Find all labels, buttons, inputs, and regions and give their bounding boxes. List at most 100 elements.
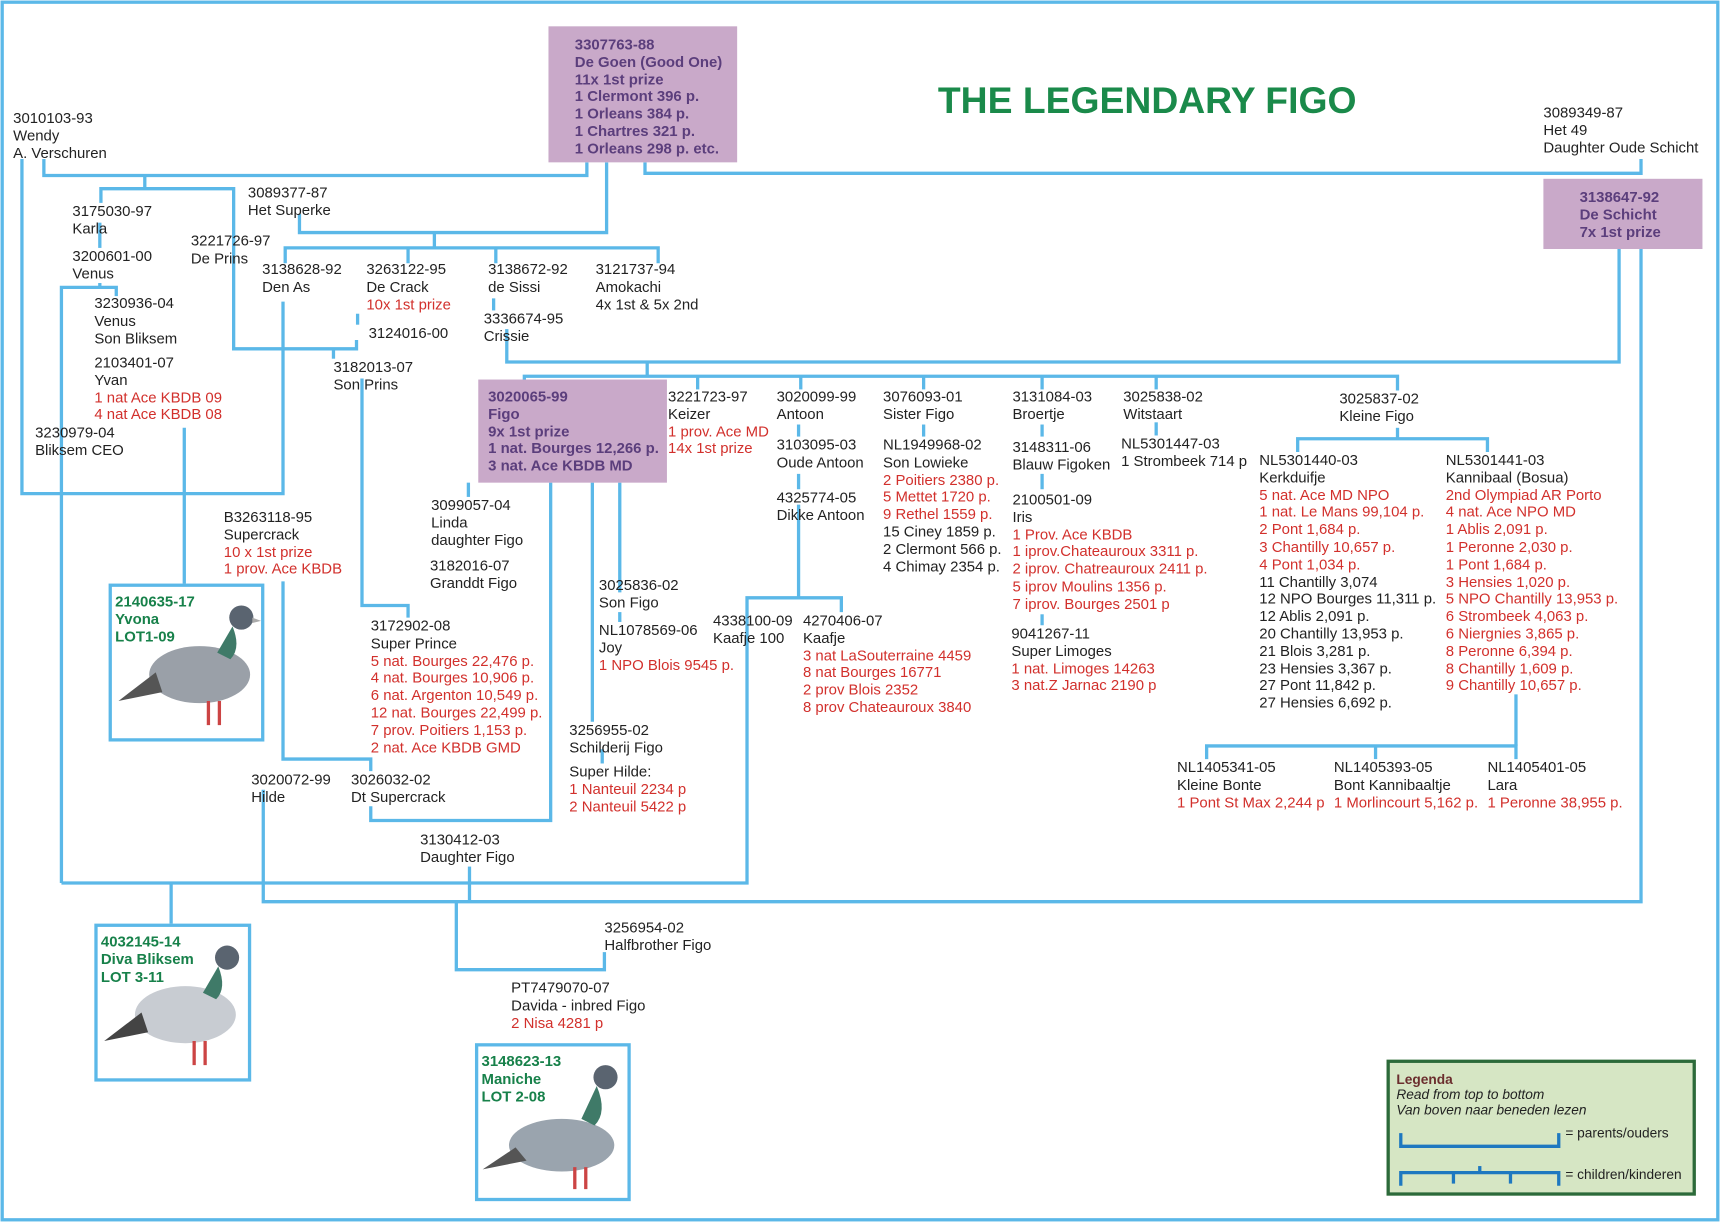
highlight-box-degoen [548, 26, 738, 163]
node-line: Son Prins [333, 376, 399, 393]
ring-number: 3182016-07 [430, 557, 510, 574]
ring-number: 4338100-09 [713, 612, 793, 629]
node-line: 5 Mettet 1720 p. [883, 488, 991, 506]
pigeon-icon [104, 945, 240, 1066]
photo-frame-maniche [474, 1043, 631, 1202]
ring-number: 3099057-04 [431, 496, 511, 514]
node-line: Schilderij Figo [569, 739, 663, 756]
node-line: Supercrack [223, 526, 300, 543]
node-line: 1 Strombeek 714 p [1121, 452, 1248, 470]
ring-number: 3200601-00 [72, 247, 153, 265]
node-line: Karla [72, 220, 108, 237]
node-line: 11x 1st prize [574, 70, 664, 88]
ring-number: 2140635-17 [115, 593, 195, 610]
ring-number: 2103401-07 [94, 354, 174, 371]
ring-number: 3121737-94 [595, 261, 676, 278]
node-line: Yvan [94, 371, 128, 389]
node-line: 1 nat. Limoges 14263 [1011, 659, 1155, 677]
node-line: 4x 1st & 5x 2nd [595, 295, 699, 313]
node-line: 3 nat.Z Jarnac 2190 p [1011, 677, 1157, 694]
ring-number: 3230936-04 [94, 295, 174, 312]
ring-number: 3138647-92 [1579, 188, 1660, 206]
ring-number: 3076093-01 [883, 388, 963, 405]
node-line: 1 Pont St Max 2,244 p [1177, 793, 1325, 811]
legend-heading: Legenda [1396, 1071, 1453, 1088]
ring-number: NL5301441-03 [1445, 451, 1545, 469]
node-line: 1 Orleans 384 p. [574, 105, 690, 122]
node-line: Granddt Figo [430, 574, 518, 592]
ring-number: 3182013-07 [333, 358, 414, 376]
ring-number: NL1405341-05 [1177, 759, 1276, 776]
ring-number: 3175030-97 [72, 202, 153, 220]
node-line: Kaafje [802, 629, 846, 646]
node-line: 4 nat. Ace NPO MD [1445, 503, 1576, 521]
node-line: Keizer [668, 405, 711, 423]
node-line: 4 Pont 1,034 p. [1259, 555, 1361, 573]
legend-parents: = parents/ouders [1565, 1125, 1669, 1141]
node-line: 1 nat. Bourges 12,266 p. [488, 440, 659, 457]
node-line: Daughter Figo [420, 848, 515, 866]
highlight-box-figo [478, 379, 667, 483]
node-line: 1 prov. Ace MD [668, 422, 769, 440]
node-line: 1 Ablis 2,091 p. [1445, 521, 1548, 538]
ring-number: 2100501-09 [1012, 491, 1093, 508]
node-line: Halfbrother Figo [604, 936, 712, 954]
node-line: Lara [1487, 776, 1518, 793]
ring-number: 3256955-02 [569, 721, 649, 739]
node-line: 10 x 1st prize [223, 543, 313, 561]
ring-number: 3089377-87 [247, 184, 328, 201]
node-line: Super Prince [370, 634, 457, 652]
pigeon-icon [118, 605, 262, 726]
node-line: 1 Clermont 396 p. [574, 88, 700, 105]
node-line: Kerkduifje [1259, 469, 1326, 486]
node-line: 27 Hensies 6,692 p. [1259, 694, 1392, 711]
node-line: LOT 2-08 [481, 1087, 546, 1105]
node-line: 2 nat. Ace KBDB GMD [370, 738, 521, 756]
ring-number: NL1405401-05 [1487, 759, 1587, 776]
node-line: Dt Supercrack [351, 788, 446, 805]
node-line: 7x 1st prize [1579, 223, 1661, 240]
node-line: 8 prov Chateauroux 3840 [802, 698, 972, 716]
node-line: 9x 1st prize [488, 422, 570, 440]
node-line: 3 Chantilly 10,657 p. [1259, 538, 1396, 556]
node-line: LOT 3-11 [100, 968, 164, 985]
node-line: Super Limoges [1011, 642, 1112, 660]
node-line: 5 iprov Moulins 1356 p. [1012, 578, 1167, 595]
node-line: Diva Bliksem [100, 950, 194, 968]
node-line: Wendy [13, 127, 60, 144]
node-line: 9 Chantilly 10,657 p. [1445, 677, 1582, 694]
ring-number: 3256954-02 [604, 919, 685, 936]
node-line: 1 Orleans 298 p. etc. [574, 140, 720, 157]
node-line: 1 NPO Blois 9545 p. [598, 656, 735, 674]
node-line: Kaafje 100 [713, 629, 785, 646]
node-line: Hilde [251, 788, 286, 805]
node-line: 1 nat Ace KBDB 09 [94, 388, 223, 406]
node-line: 1 prov. Ace KBDB [223, 560, 343, 578]
node-line: 3 Hensies 1,020 p. [1445, 573, 1571, 590]
node-line: Antoon [776, 405, 824, 423]
ring-number: 9041267-11 [1011, 625, 1090, 642]
photo-frame-diva [94, 923, 252, 1082]
